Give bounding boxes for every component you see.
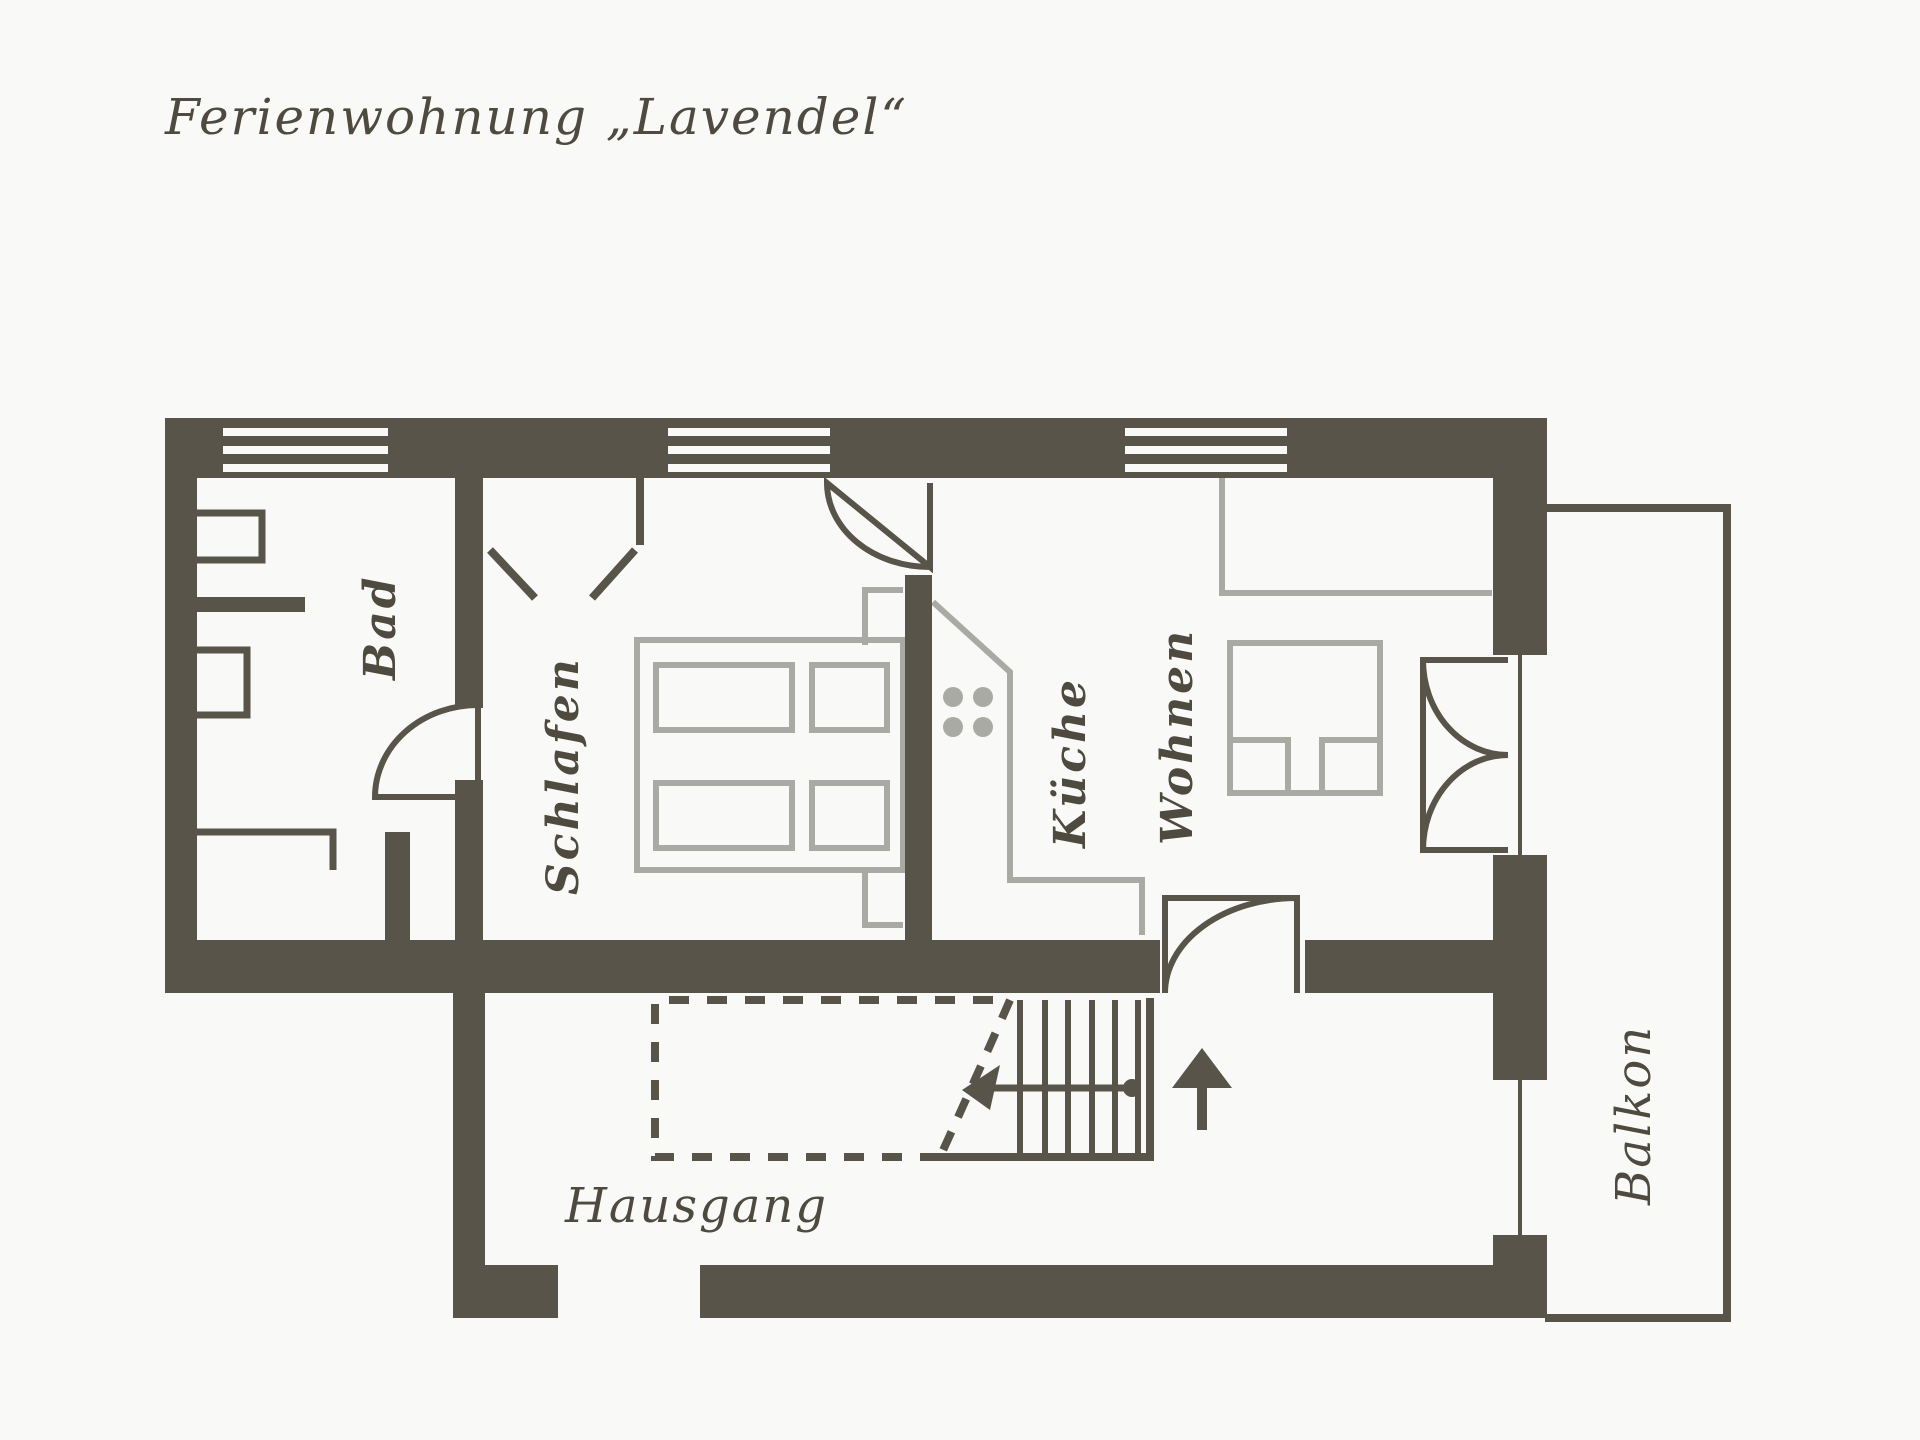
bathtub — [197, 828, 337, 870]
dining-table — [1227, 640, 1383, 796]
door-balkon — [1420, 657, 1509, 853]
double-bed — [634, 587, 906, 928]
room-label-wohnen: Wohnen — [1152, 628, 1203, 845]
doors — [371, 476, 1509, 994]
toilet — [197, 646, 251, 719]
wardrobe — [487, 478, 644, 601]
room-label-schlafen: Schlafen — [538, 656, 589, 895]
door-wohnen — [1162, 895, 1300, 994]
entrance-arrow-icon — [1172, 1048, 1232, 1130]
windows — [223, 428, 1287, 472]
room-label-kueche: Küche — [1045, 677, 1096, 850]
room-label-balkon: Balkon — [1606, 1025, 1662, 1206]
wohnen-cabinet — [1219, 478, 1492, 596]
page-title: Ferienwohnung „Lavendel“ — [165, 88, 908, 146]
walls — [165, 418, 1547, 1318]
room-label-hausgang: Hausgang — [564, 1178, 828, 1234]
staircase — [651, 996, 1154, 1161]
bathroom-fixtures — [197, 509, 337, 870]
window-bad — [223, 428, 388, 472]
room-label-bad: Bad — [355, 575, 406, 682]
door-bad — [371, 702, 481, 800]
stair-direction-arrow-icon — [962, 1065, 1000, 1110]
door-schlafen — [823, 476, 933, 574]
window-schlafen — [668, 428, 830, 472]
window-wohnen — [1125, 428, 1287, 472]
kitchen-counter — [930, 599, 1145, 935]
furniture — [634, 478, 1492, 935]
washbasin — [197, 509, 266, 564]
stove-icon — [943, 687, 993, 737]
